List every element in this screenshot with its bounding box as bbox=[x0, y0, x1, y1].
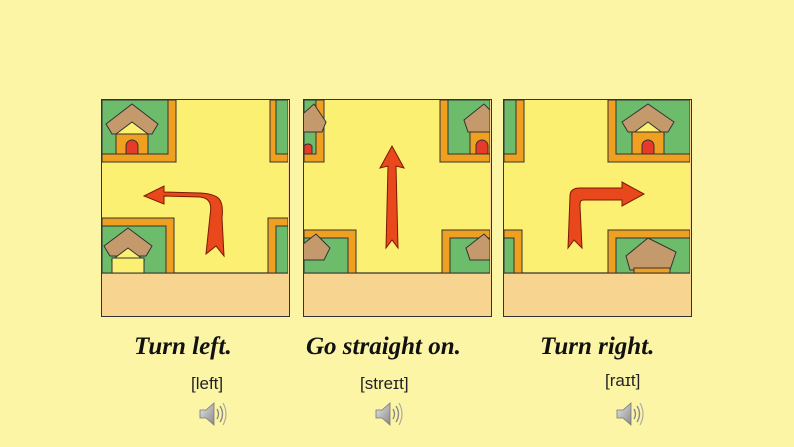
speaker-icon[interactable] bbox=[615, 401, 645, 427]
phonetic-straight: [streɪt] bbox=[360, 374, 409, 393]
phonetic-left: [left] bbox=[191, 374, 224, 393]
go-straight-illustration bbox=[303, 99, 492, 317]
speaker-icon[interactable] bbox=[198, 401, 228, 427]
phonetic-right: [raɪt] bbox=[605, 371, 641, 390]
caption-turn-right: Turn right. bbox=[540, 333, 655, 360]
caption-go-straight: Go straight on. bbox=[306, 333, 461, 360]
speaker-icon[interactable] bbox=[374, 401, 404, 427]
turn-right-illustration bbox=[503, 99, 692, 317]
turn-left-illustration bbox=[101, 99, 290, 317]
caption-turn-left: Turn left. bbox=[134, 333, 232, 360]
